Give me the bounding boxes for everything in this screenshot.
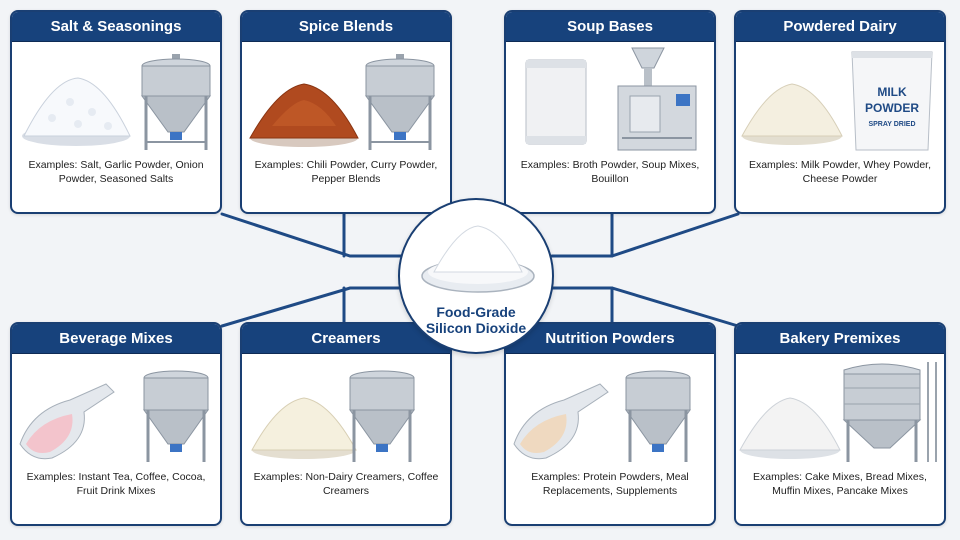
soup-packaging-illustration	[525, 47, 697, 151]
card-title: Nutrition Powders	[506, 324, 714, 354]
card-bakery-premixes: Bakery Premixes Examples: Cake Mixes, Br…	[734, 322, 946, 526]
creamer-pile-icon	[251, 397, 357, 459]
salt-mixer-illustration	[22, 54, 211, 150]
milk-powder-pile-icon	[741, 83, 843, 145]
card-title: Creamers	[242, 324, 450, 354]
mixer-tank-icon	[143, 370, 209, 462]
mixer-tank-icon	[141, 54, 211, 150]
scoop-icon	[19, 383, 115, 460]
card-powdered-dairy: Powdered Dairy MILK POWDER SPRAY DRIED E…	[734, 10, 946, 214]
card-examples: Examples: Salt, Garlic Powder, Onion Pow…	[28, 159, 204, 185]
milk-powder-bag-icon: MILK POWDER SPRAY DRIED	[851, 51, 933, 151]
card-title: Bakery Premixes	[736, 324, 944, 354]
silica-powder-dish-icon	[421, 225, 535, 293]
powder-pile-icon	[22, 77, 131, 146]
spice-pile-icon	[249, 83, 359, 147]
card-creamers: Creamers Examples: Non-Dairy Creamers, C…	[240, 322, 452, 526]
card-soup-bases: Soup Bases Examples: Broth Powder, Soup …	[504, 10, 716, 214]
sachet-icon	[525, 59, 587, 145]
card-examples: Examples: Non-Dairy Creamers, Coffee Cre…	[253, 471, 439, 497]
card-nutrition-powders: Nutrition Powders Examples: Protein Powd…	[504, 322, 716, 526]
beverage-mixer-illustration	[19, 370, 209, 462]
card-examples: Examples: Cake Mixes, Bread Mixes, Muffi…	[753, 471, 927, 497]
bag-text-spray-dried: SPRAY DRIED	[868, 121, 915, 128]
bakery-silo-illustration	[739, 362, 937, 462]
mixer-tank-icon	[625, 370, 691, 462]
bag-text-powder: POWDER	[865, 101, 919, 115]
card-title: Beverage Mixes	[12, 324, 220, 354]
bag-text-milk: MILK	[877, 85, 907, 99]
card-spice-blends: Spice Blends Examples: Chili Powder, Cur…	[240, 10, 452, 214]
card-salt-seasonings: Salt & Seasonings Examples: Salt, Garlic…	[10, 10, 222, 214]
card-examples: Examples: Milk Powder, Whey Powder, Chee…	[748, 159, 932, 185]
silo-icon	[842, 362, 937, 462]
creamer-mixer-illustration	[251, 370, 415, 462]
card-examples: Examples: Broth Powder, Soup Mixes, Boui…	[520, 159, 700, 185]
flour-pile-icon	[739, 397, 841, 459]
mixer-tank-icon	[349, 370, 415, 462]
card-title: Powdered Dairy	[736, 12, 944, 42]
card-beverage-mixes: Beverage Mixes Examples: Instant Tea, Co…	[10, 322, 222, 526]
card-examples: Examples: Chili Powder, Curry Powder, Pe…	[254, 159, 438, 185]
card-title: Soup Bases	[506, 12, 714, 42]
center-hub: Food-Grade Silicon Dioxide	[398, 198, 554, 354]
card-title: Salt & Seasonings	[12, 12, 220, 42]
packaging-machine-icon	[617, 47, 697, 151]
card-examples: Examples: Instant Tea, Coffee, Cocoa, Fr…	[26, 471, 206, 497]
card-title: Spice Blends	[242, 12, 450, 42]
spice-mixer-illustration	[249, 54, 435, 150]
nutrition-mixer-illustration	[513, 370, 691, 462]
mixer-tank-icon	[365, 54, 435, 150]
scoop-icon	[513, 383, 609, 460]
dairy-powder-illustration: MILK POWDER SPRAY DRIED	[741, 51, 933, 151]
card-examples: Examples: Protein Powders, Meal Replacem…	[531, 471, 689, 497]
center-label: Food-Grade Silicon Dioxide	[425, 304, 527, 336]
